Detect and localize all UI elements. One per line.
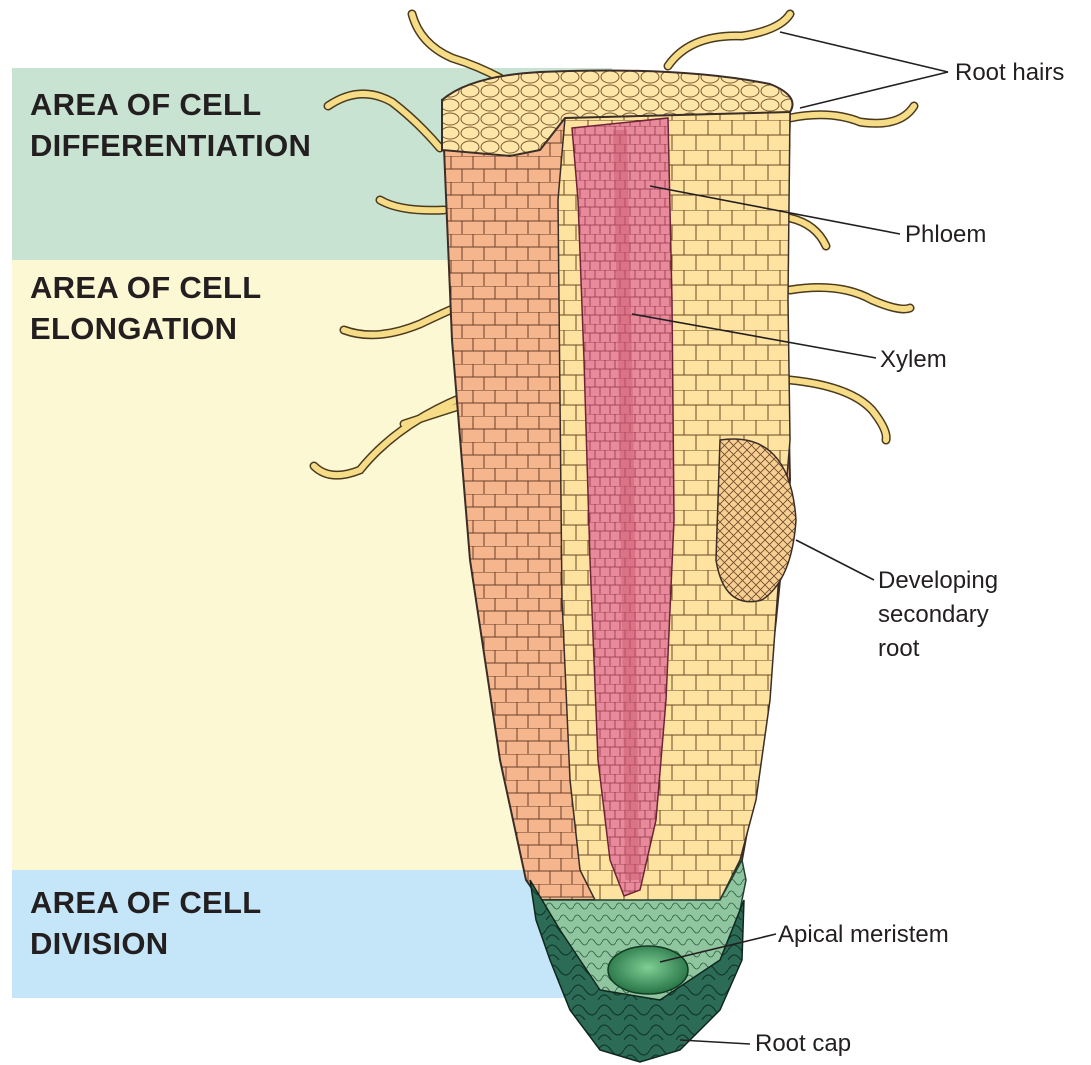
label-line: secondary bbox=[878, 598, 998, 632]
label-apical-meristem: Apical meristem bbox=[778, 918, 949, 952]
label-root-hairs: Root hairs bbox=[955, 56, 1064, 90]
label-root-cap: Root cap bbox=[755, 1027, 851, 1061]
zone-label-line: AREA OF CELL bbox=[30, 882, 262, 923]
zone-label-division: AREA OF CELL DIVISION bbox=[30, 882, 262, 964]
zone-label-line: DIFFERENTIATION bbox=[30, 125, 311, 166]
zone-label-line: DIVISION bbox=[30, 923, 262, 964]
label-line: root bbox=[878, 632, 998, 666]
label-phloem: Phloem bbox=[905, 218, 986, 252]
zone-label-elongation: AREA OF CELL ELONGATION bbox=[30, 267, 262, 349]
label-line: Developing bbox=[878, 564, 998, 598]
label-secondary-root: Developing secondary root bbox=[878, 564, 998, 666]
zone-label-differentiation: AREA OF CELL DIFFERENTIATION bbox=[30, 84, 311, 166]
zone-label-line: AREA OF CELL bbox=[30, 267, 262, 308]
zone-label-line: ELONGATION bbox=[30, 308, 262, 349]
label-xylem: Xylem bbox=[880, 343, 947, 377]
zone-label-line: AREA OF CELL bbox=[30, 84, 311, 125]
apical-meristem bbox=[608, 946, 688, 994]
